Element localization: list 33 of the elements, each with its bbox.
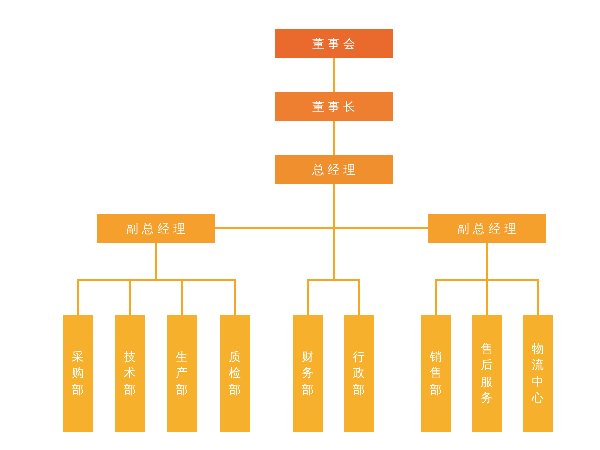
position-box xyxy=(275,29,393,58)
department-name: 财务部 xyxy=(302,349,314,398)
department-name: 售后服务 xyxy=(481,341,493,406)
department-name: 技术部 xyxy=(124,349,136,398)
department-box xyxy=(63,315,93,432)
connector-line xyxy=(155,243,236,315)
department-box xyxy=(115,315,145,432)
position-box xyxy=(97,214,215,243)
department-box xyxy=(167,315,197,432)
department-box xyxy=(421,315,451,432)
department-box xyxy=(220,315,250,432)
department-name: 生产部 xyxy=(176,349,188,398)
department-name: 质检部 xyxy=(229,349,241,398)
connector-line xyxy=(333,58,335,92)
position-title: 董事长 xyxy=(311,98,360,116)
department-name: 行政部 xyxy=(353,349,365,398)
department-box xyxy=(344,315,374,432)
department-box xyxy=(472,315,502,432)
connector-line xyxy=(486,243,539,315)
position-title: 董事会 xyxy=(311,36,360,52)
connector-line xyxy=(333,121,335,155)
position-box xyxy=(428,214,546,243)
position-title: 副总经理 xyxy=(456,220,520,238)
department-box xyxy=(523,315,553,432)
department-name: 物流中心 xyxy=(532,341,544,406)
department-name: 采购部 xyxy=(72,349,84,398)
position-title: 总经理 xyxy=(311,162,360,178)
department-name: 销售部 xyxy=(430,349,442,398)
position-box xyxy=(275,92,393,121)
connector-line xyxy=(333,184,360,315)
department-box xyxy=(293,315,323,432)
position-title: 副总经理 xyxy=(126,220,189,238)
position-box xyxy=(275,155,393,184)
